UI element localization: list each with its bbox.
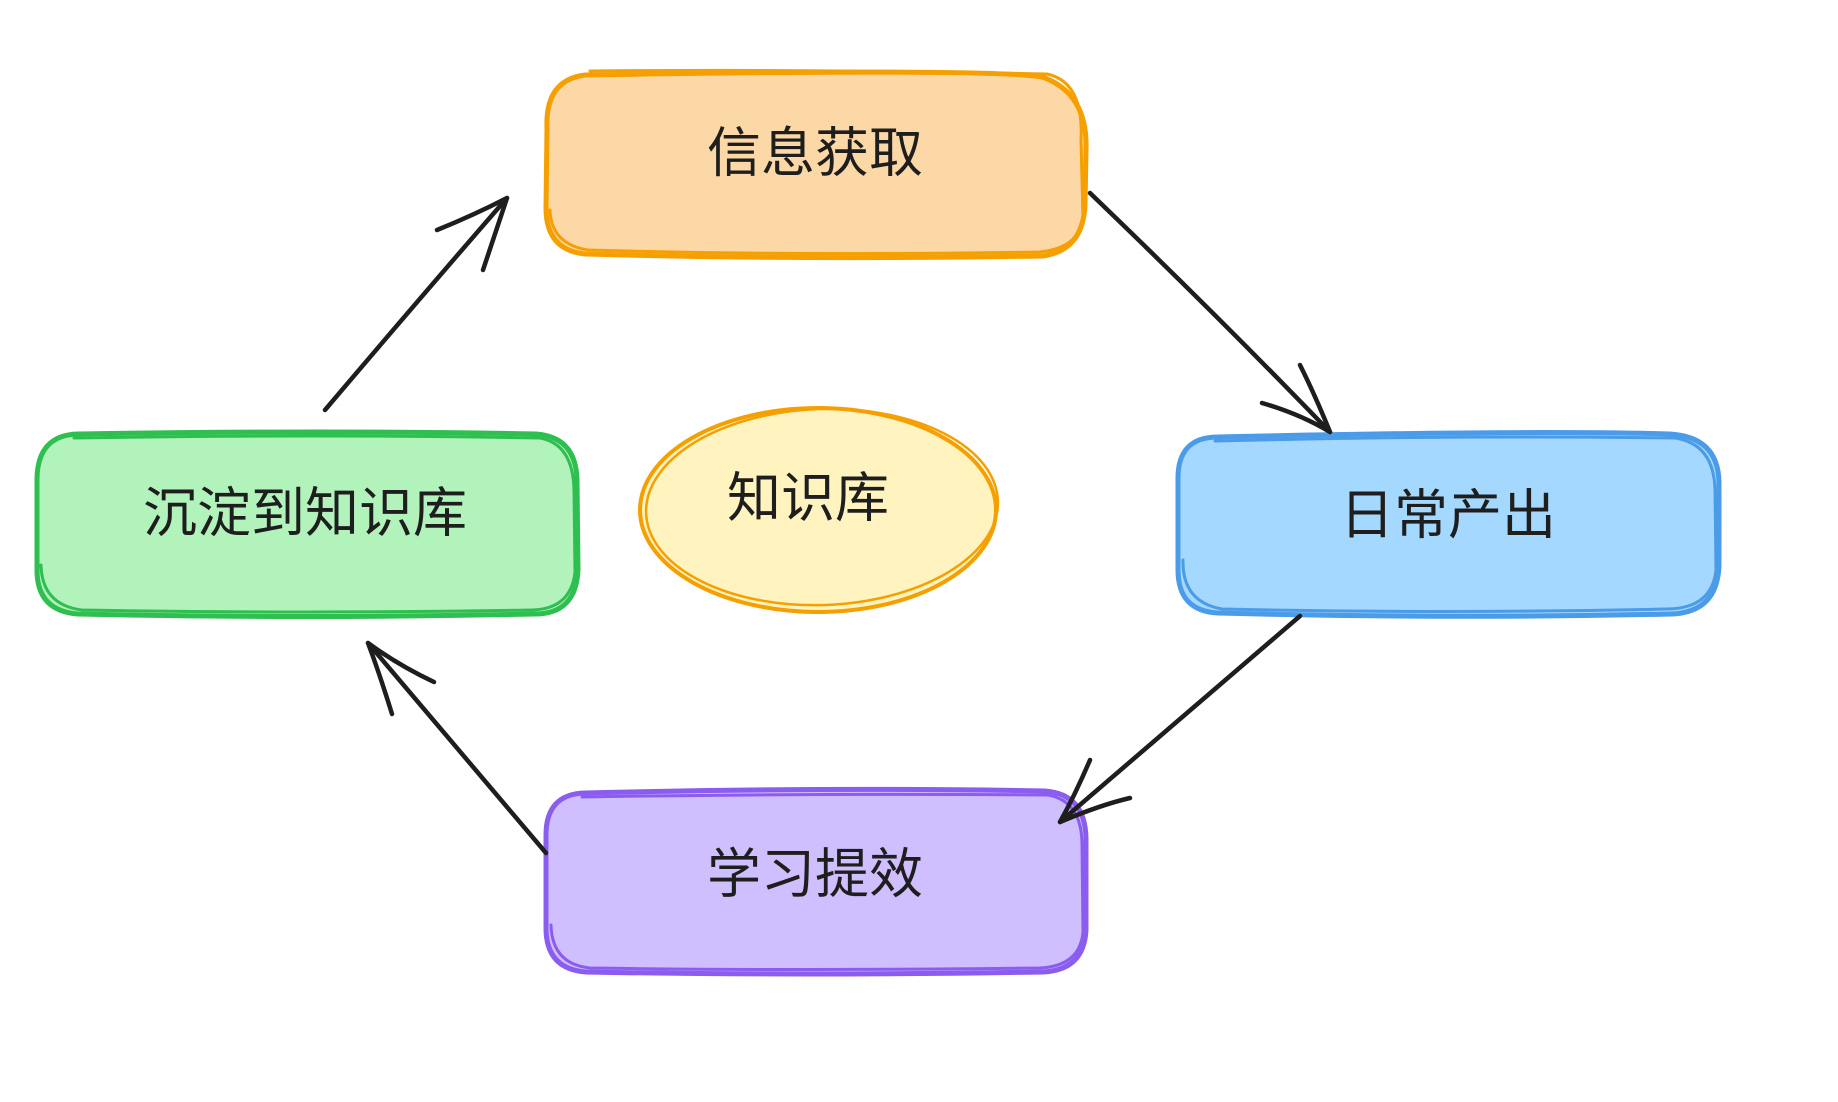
edge-info-to-output-arrowhead [1259,362,1333,435]
node-learning-efficiency-sketch [549,792,1085,971]
node-daily-output-box [1175,430,1722,619]
edge-output-to-learning-line [1057,613,1303,825]
node-daily-output[interactable]: 日常产出 [1175,430,1722,619]
node-info-acquisition-label: 信息获取 [707,122,923,185]
center-knowledge-base[interactable]: 知识库 [638,403,1001,614]
node-learning-efficiency-label: 学习提效 [707,843,923,906]
edge-info-to-output-line [1087,190,1333,435]
node-deposit-knowledge-box [34,429,581,619]
edge-learning-to-deposit-line [365,640,549,856]
node-info-acquisition[interactable]: 信息获取 [543,68,1089,261]
edge-deposit-to-info-line [322,195,510,413]
node-daily-output-sketch [1181,435,1718,613]
edge-deposit-to-info [322,195,510,413]
node-learning-efficiency-box [543,786,1089,977]
node-deposit-knowledge[interactable]: 沉淀到知识库 [34,429,581,619]
node-deposit-knowledge-label: 沉淀到知识库 [143,482,467,545]
edge-learning-to-deposit [365,640,549,856]
node-learning-efficiency[interactable]: 学习提效 [543,786,1089,977]
edge-learning-to-deposit-arrowhead [365,640,437,717]
center-knowledge-base-label: 知识库 [727,467,889,530]
center-knowledge-base-sketch [644,407,1000,607]
node-deposit-knowledge-sketch [39,434,577,614]
edge-deposit-to-info-arrowhead [434,195,510,273]
edge-output-to-learning [1057,613,1303,825]
node-daily-output-label: 日常产出 [1340,484,1556,547]
edge-info-to-output [1087,190,1333,435]
node-info-acquisition-sketch [548,68,1085,256]
edge-output-to-learning-arrowhead [1057,757,1133,825]
